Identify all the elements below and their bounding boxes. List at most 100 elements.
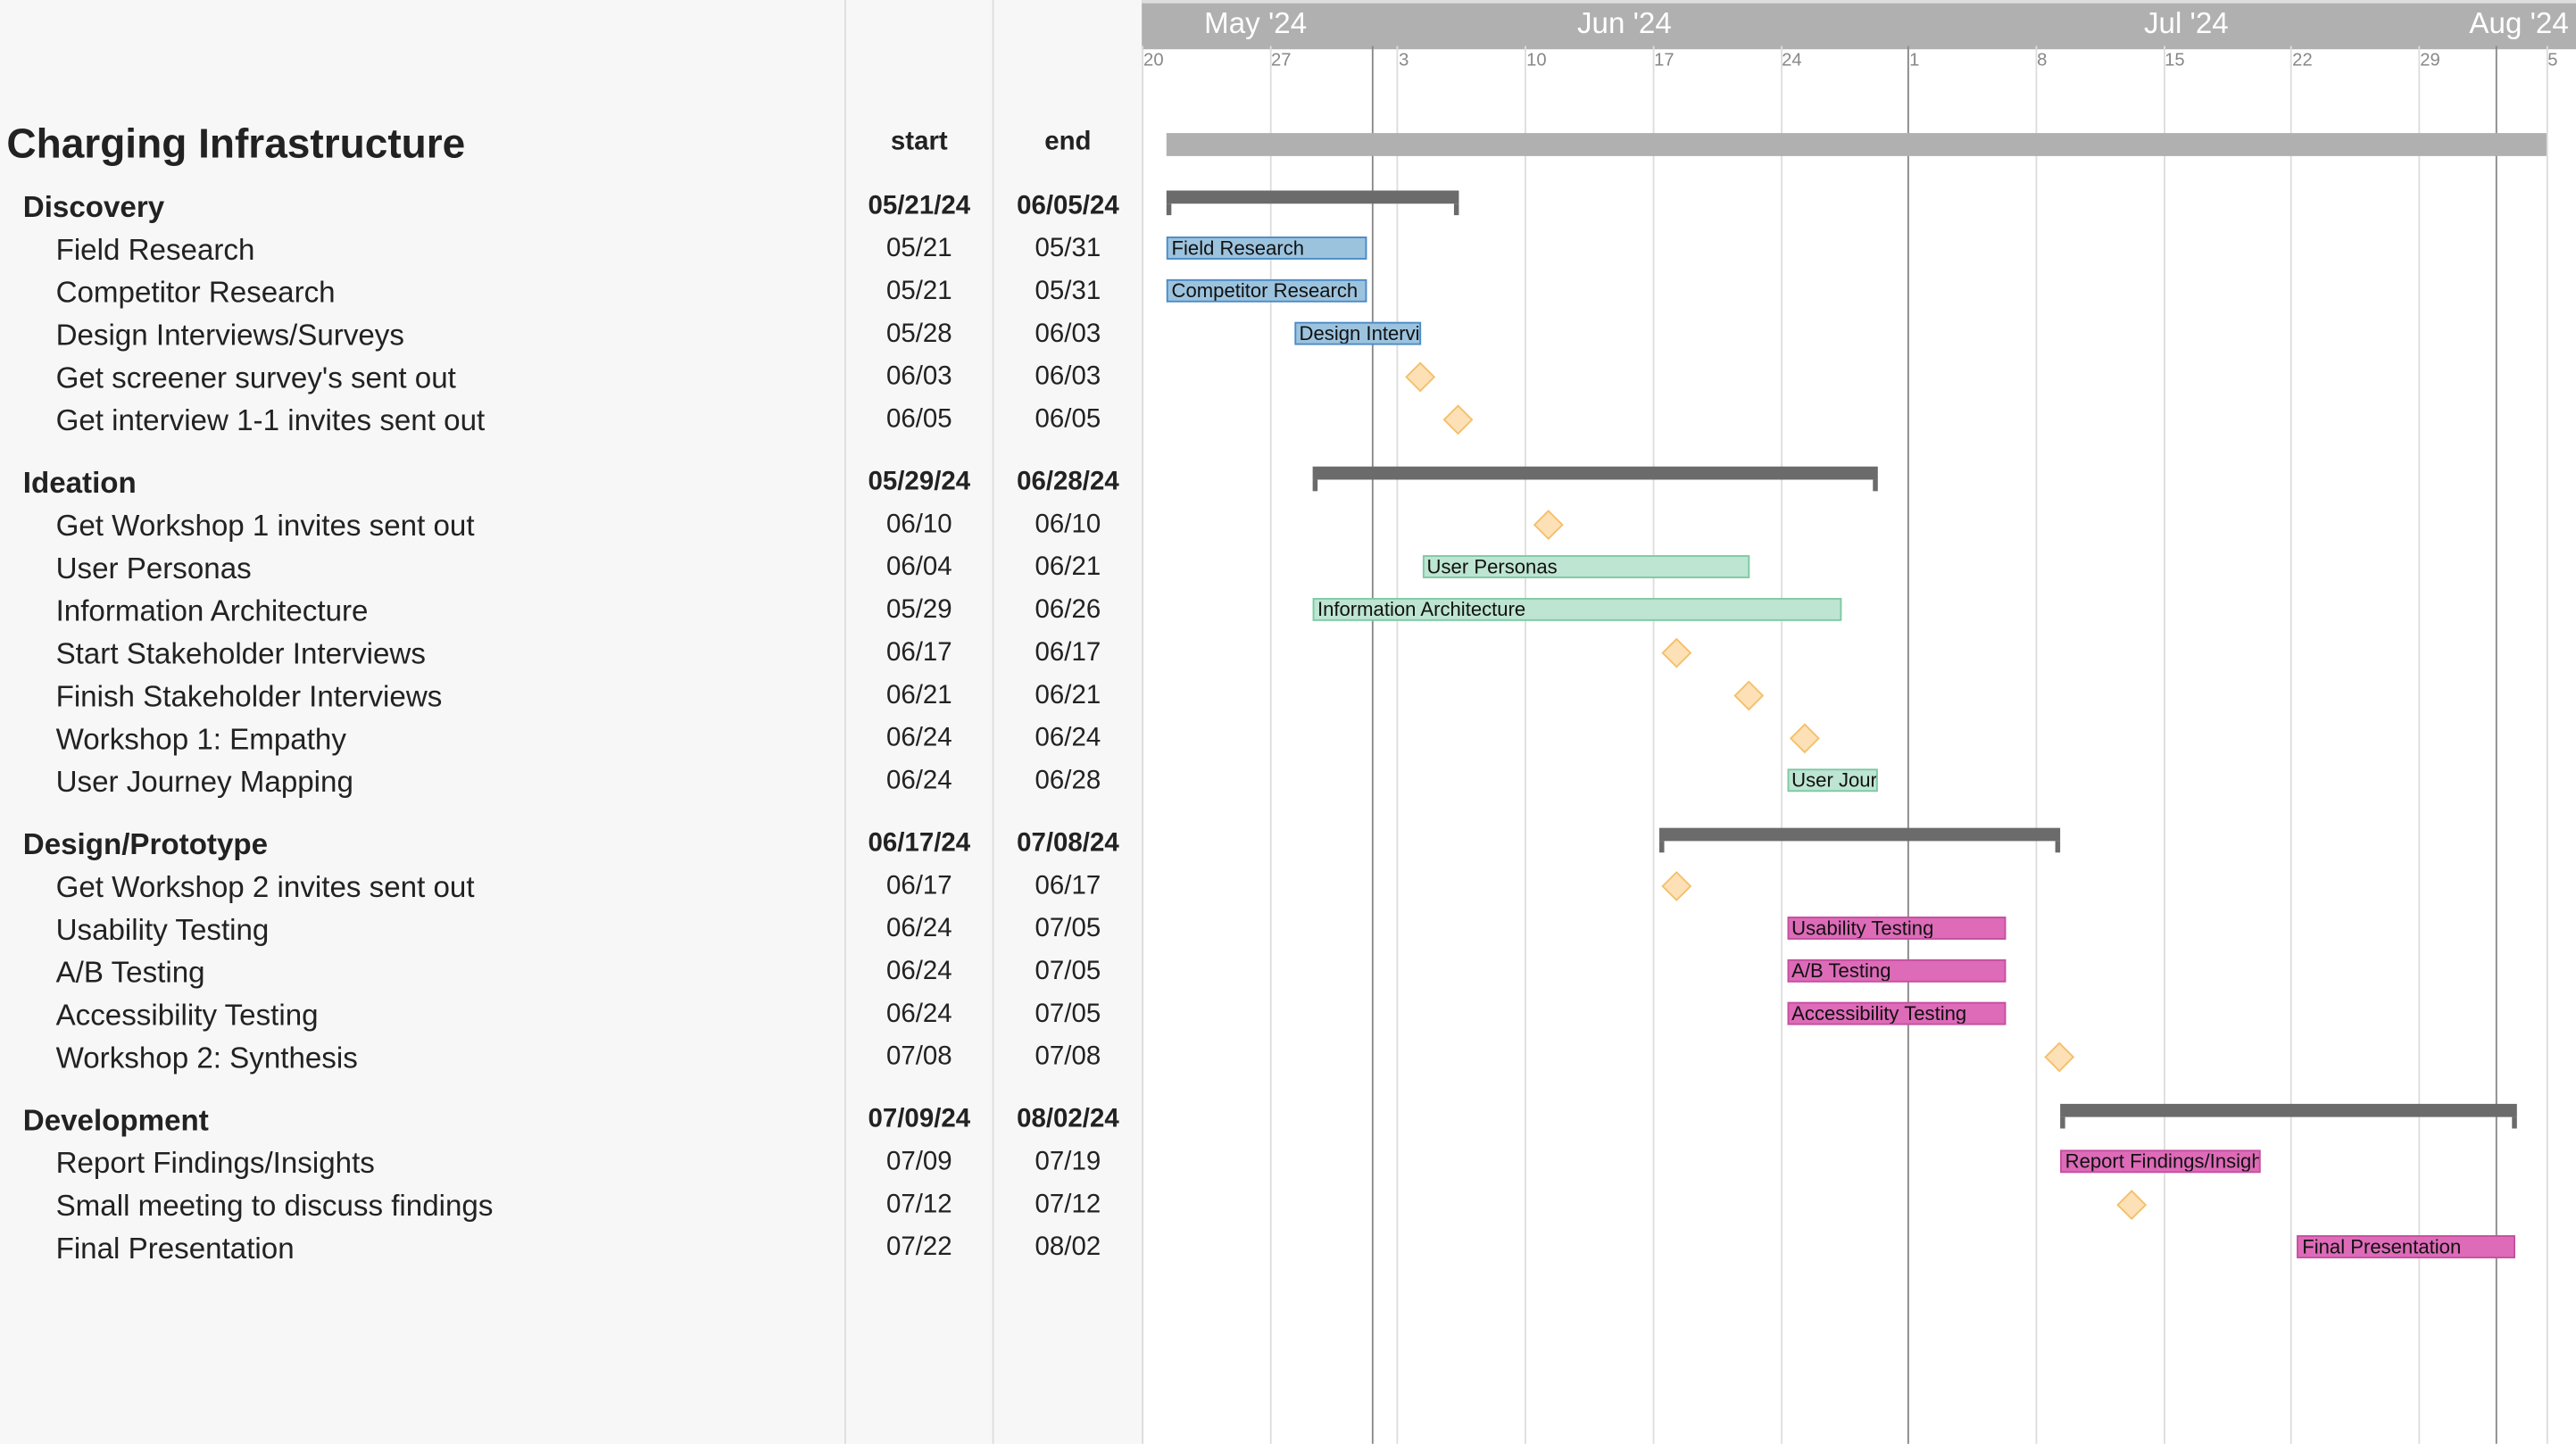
milestone-diamond[interactable] xyxy=(2044,1042,2074,1073)
group-summary-bar[interactable] xyxy=(1312,466,1878,492)
month-boundary-line xyxy=(2495,46,2497,1444)
week-tick-label: 17 xyxy=(1654,51,1674,71)
milestone-diamond[interactable] xyxy=(1661,637,1691,668)
task-start-date: 05/29 xyxy=(885,596,952,625)
group-summary-bar[interactable] xyxy=(1166,190,1458,216)
milestone-diamond[interactable] xyxy=(1533,510,1564,540)
task-end-date: 06/03 xyxy=(1035,362,1101,392)
milestone-diamond[interactable] xyxy=(1789,723,1819,754)
task-name: Start Stakeholder Interviews xyxy=(55,637,426,670)
task-end-date: 06/03 xyxy=(1035,320,1101,349)
start-column-header[interactable]: start xyxy=(890,128,948,156)
task-bar[interactable]: Competitor Research xyxy=(1166,278,1367,303)
task-bar[interactable]: Accessibility Testing xyxy=(1786,1001,2006,1025)
group-summary-bar[interactable] xyxy=(1658,827,2061,853)
task-end-date: 06/26 xyxy=(1035,596,1101,625)
task-start-date: 06/04 xyxy=(885,553,952,582)
end-column-header[interactable]: end xyxy=(1044,128,1092,156)
task-name: Small meeting to discuss findings xyxy=(55,1189,494,1223)
week-tick-label: 5 xyxy=(2547,51,2558,71)
task-bar[interactable]: Final Presentation xyxy=(2297,1235,2516,1258)
task-bar[interactable]: Usability Testing xyxy=(1786,917,2006,940)
task-bar[interactable]: User Personas xyxy=(1422,555,1750,578)
task-row[interactable]: Start Stakeholder Interviews 06/17 06/17 xyxy=(0,631,1142,674)
task-bar[interactable]: Report Findings/Insights xyxy=(2060,1149,2261,1174)
task-start-date: 07/12 xyxy=(885,1191,952,1219)
task-name: A/B Testing xyxy=(55,956,205,990)
task-end-date: 06/10 xyxy=(1035,510,1101,539)
month-label: May '24 xyxy=(1204,6,1308,40)
week-tick-label: 10 xyxy=(1526,51,1547,71)
week-tick-label: 22 xyxy=(2292,51,2313,71)
task-name: Field Research xyxy=(55,233,255,267)
milestone-diamond[interactable] xyxy=(2116,1190,2148,1220)
month-label: Jul '24 xyxy=(2143,6,2229,40)
week-tick-label: 15 xyxy=(2165,51,2185,71)
month-boundary-line xyxy=(1907,46,1909,1444)
group-summary-bar[interactable] xyxy=(2060,1103,2516,1129)
gantt-watermark-logo: gantt xyxy=(2540,825,2576,1444)
task-row[interactable]: A/B Testing 06/24 07/05 xyxy=(0,950,1142,992)
milestone-diamond[interactable] xyxy=(1405,361,1436,393)
week-gridline xyxy=(2290,46,2293,1444)
task-bar[interactable]: A/B Testing xyxy=(1786,959,2006,983)
task-end-date: 06/05/24 xyxy=(1017,192,1119,220)
task-start-date: 06/24 xyxy=(885,958,952,986)
project-summary-bar[interactable] xyxy=(1166,133,2547,156)
task-start-date: 06/03 xyxy=(885,362,952,392)
task-end-date: 07/05 xyxy=(1035,958,1101,986)
task-name: User Personas xyxy=(55,552,252,585)
task-start-date: 06/24 xyxy=(885,724,952,752)
week-gridline xyxy=(1780,46,1782,1444)
task-end-date: 06/17 xyxy=(1035,638,1101,668)
task-name: Workshop 2: Synthesis xyxy=(55,1041,358,1075)
task-start-date: 06/17 xyxy=(885,638,952,668)
task-bar[interactable]: Field Research xyxy=(1166,237,1367,260)
task-end-date: 07/08 xyxy=(1035,1042,1101,1072)
task-bar[interactable]: Design Intervi xyxy=(1294,321,1423,345)
task-bar[interactable]: Information Architecture xyxy=(1312,597,1841,621)
week-gridline xyxy=(2035,46,2038,1444)
task-end-date: 06/17 xyxy=(1035,872,1101,900)
task-end-date: 06/28/24 xyxy=(1017,468,1119,496)
project-title: Charging Infrastructure xyxy=(6,121,466,168)
week-tick-label: 27 xyxy=(1271,51,1292,71)
task-bar[interactable]: User Journey xyxy=(1786,768,1878,793)
task-start-date: 05/21 xyxy=(885,235,952,263)
task-start-date: 07/09 xyxy=(885,1148,952,1176)
task-name: Get Workshop 2 invites sent out xyxy=(55,870,475,904)
month-label: Jun '24 xyxy=(1576,6,1672,40)
task-start-date: 06/21 xyxy=(885,681,952,710)
task-start-date: 06/24 xyxy=(885,767,952,795)
milestone-diamond[interactable] xyxy=(1442,404,1473,436)
task-end-date: 06/05 xyxy=(1035,405,1101,434)
milestone-diamond[interactable] xyxy=(1733,680,1765,711)
task-list-panel xyxy=(0,0,846,1444)
milestone-diamond[interactable] xyxy=(1661,871,1691,901)
